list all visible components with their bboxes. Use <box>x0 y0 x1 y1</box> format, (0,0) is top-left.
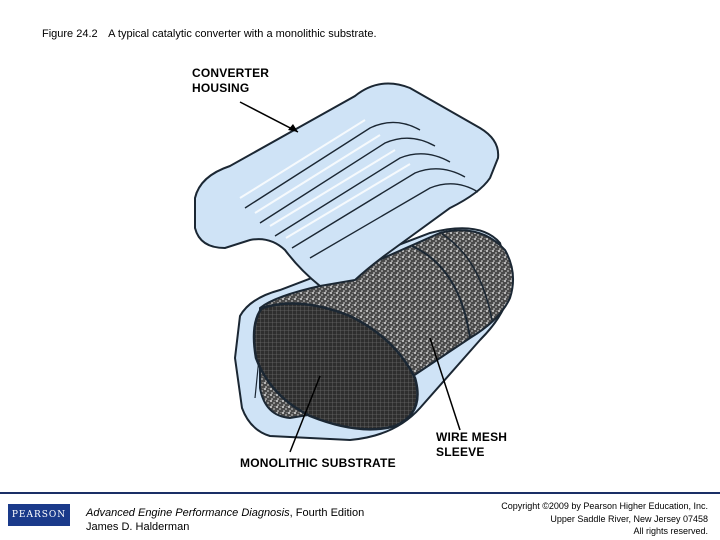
figure-caption: Figure 24.2 A typical catalytic converte… <box>42 28 377 40</box>
copyright-line-3: All rights reserved. <box>448 525 708 538</box>
figure-caption-text: A typical catalytic converter with a mon… <box>108 28 376 40</box>
copyright-notice: Copyright ©2009 by Pearson Higher Educat… <box>448 500 708 538</box>
converter-drawing <box>180 58 540 478</box>
book-author: James D. Halderman <box>86 520 364 534</box>
catalytic-converter-illustration: CONVERTER HOUSING MONOLITHIC SUBSTRATE W… <box>180 58 540 478</box>
book-title: Advanced Engine Performance Diagnosis <box>86 507 290 519</box>
wire-mesh-sleeve-label-line1: WIRE MESH <box>436 430 507 445</box>
pearson-logo: PEARSON <box>8 504 70 526</box>
converter-housing-label: CONVERTER HOUSING <box>192 66 269 96</box>
wire-mesh-sleeve-label: WIRE MESH SLEEVE <box>436 430 507 460</box>
footer-rule <box>0 492 720 494</box>
book-edition: , Fourth Edition <box>290 507 365 519</box>
copyright-line-2: Upper Saddle River, New Jersey 07458 <box>448 513 708 526</box>
converter-housing-label-line1: CONVERTER <box>192 66 269 81</box>
figure-number: Figure 24.2 <box>42 28 98 40</box>
wire-mesh-sleeve-label-line2: SLEEVE <box>436 445 507 460</box>
converter-housing-label-line2: HOUSING <box>192 81 269 96</box>
book-info: Advanced Engine Performance Diagnosis, F… <box>86 506 364 534</box>
monolithic-substrate-label: MONOLITHIC SUBSTRATE <box>240 456 396 471</box>
copyright-line-1: Copyright ©2009 by Pearson Higher Educat… <box>448 500 708 513</box>
pearson-logo-text: PEARSON <box>12 510 66 520</box>
